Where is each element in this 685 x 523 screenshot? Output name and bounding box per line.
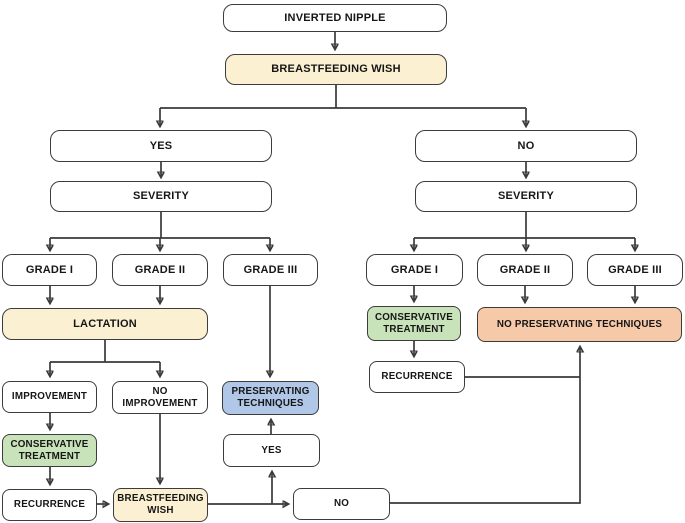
node-inverted-nipple: INVERTED NIPPLE bbox=[223, 4, 447, 32]
node-severity-left: SEVERITY bbox=[50, 181, 272, 212]
node-lactation: LACTATION bbox=[2, 308, 208, 340]
node-no-branch: NO bbox=[415, 130, 637, 162]
node-yes-branch: YES bbox=[50, 130, 272, 162]
node-grade2-left: GRADE II bbox=[112, 254, 208, 286]
edge-bwish-split bbox=[160, 85, 526, 109]
node-preservating-techniques: PRESERVATING TECHNIQUES bbox=[222, 381, 319, 415]
node-recurrence-right: RECURRENCE bbox=[369, 361, 465, 393]
node-severity-right: SEVERITY bbox=[415, 181, 637, 212]
node-no-improvement: NO IMPROVEMENT bbox=[112, 381, 208, 414]
edge-no-to-nopreservating bbox=[390, 347, 580, 504]
node-conservative-treatment-left: CONSERVATIVE TREATMENT bbox=[2, 434, 97, 467]
node-yes-small: YES bbox=[223, 434, 320, 467]
node-breastfeeding-wish-top: BREASTFEEDING WISH bbox=[225, 54, 447, 85]
node-grade3-left: GRADE III bbox=[223, 254, 318, 286]
node-conservative-treatment-right: CONSERVATIVE TREATMENT bbox=[367, 306, 461, 341]
node-no-preservating-techniques: NO PRESERVATING TECHNIQUES bbox=[477, 307, 682, 342]
node-no-small: NO bbox=[293, 488, 390, 520]
node-grade1-left: GRADE I bbox=[2, 254, 97, 286]
edge-severityR-split bbox=[414, 212, 635, 239]
node-improvement: IMPROVEMENT bbox=[2, 381, 97, 413]
edge-lactation-split bbox=[50, 340, 160, 363]
node-breastfeeding-wish-bottom: BREASTFEEDING WISH bbox=[113, 488, 208, 522]
edge-severityL-split bbox=[50, 212, 270, 239]
node-grade2-right: GRADE II bbox=[477, 254, 573, 286]
node-recurrence-left: RECURRENCE bbox=[2, 489, 97, 521]
node-grade3-right: GRADE III bbox=[587, 254, 683, 286]
node-grade1-right: GRADE I bbox=[366, 254, 463, 286]
